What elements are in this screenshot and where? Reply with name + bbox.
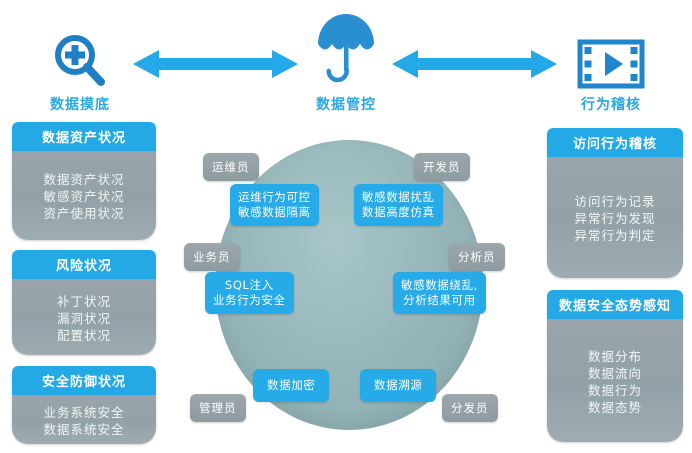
capability-line: 业务行为安全 (213, 293, 286, 307)
card-data-asset-status[interactable]: 数据资产状况 数据资产状况 敏感资产状况 资产使用状况 (12, 122, 156, 240)
card-line: 异常行为发现 (574, 211, 656, 226)
capability-line: 分析结果可用 (403, 293, 476, 307)
card-title: 风险状况 (12, 250, 156, 279)
pillar-data-governance[interactable]: 数据管控 (286, 2, 406, 114)
card-title: 访问行为稽核 (547, 128, 683, 157)
magnifier-plus-icon (20, 30, 140, 92)
card-line: 数据资产状况 (43, 172, 125, 187)
card-line: 配置状况 (56, 327, 111, 343)
card-title: 数据资产状况 (12, 122, 156, 151)
capability-line: 敏感数据绕乱, (401, 278, 478, 292)
card-risk-status[interactable]: 风险状况 补丁状况 漏洞状况 配置状况 (12, 250, 156, 355)
card-line: 补丁状况 (56, 293, 111, 309)
card-security-defense-status[interactable]: 安全防御状况 业务系统安全 数据系统安全 (12, 366, 156, 444)
capability-data-traceability[interactable]: 数据溯源 (360, 369, 437, 402)
card-line: 异常行为判定 (574, 228, 656, 243)
card-line: 数据行为 (587, 382, 642, 398)
double-arrow-right (392, 48, 557, 78)
capability-sql-injection[interactable]: SQL注入 业务行为安全 (205, 272, 294, 314)
role-badge-developer[interactable]: 开发员 (414, 153, 470, 181)
card-title: 安全防御状况 (12, 366, 156, 395)
role-badge-admin[interactable]: 管理员 (190, 394, 246, 422)
card-line: 数据分布 (587, 348, 642, 364)
capability-data-encryption[interactable]: 数据加密 (253, 369, 330, 402)
card-data-security-situation[interactable]: 数据安全态势感知 数据分布 数据流向 数据行为 数据态势 (547, 290, 683, 442)
capability-line: 敏感数据扰乱 (362, 190, 435, 204)
card-title: 数据安全态势感知 (547, 290, 683, 319)
card-line: 敏感资产状况 (43, 189, 125, 204)
card-line: 资产使用状况 (43, 206, 125, 221)
card-body: 数据分布 数据流向 数据行为 数据态势 (547, 319, 683, 442)
capability-line: 数据加密 (267, 378, 316, 392)
capability-line: 数据溯源 (374, 378, 423, 392)
capability-data-masking[interactable]: 敏感数据扰乱 数据高度仿真 (354, 184, 443, 226)
capability-line: 数据高度仿真 (362, 205, 435, 219)
film-play-icon (551, 30, 671, 92)
capability-line: 运维行为可控 (238, 190, 311, 204)
card-access-behavior-audit[interactable]: 访问行为稽核 访问行为记录 异常行为发现 异常行为判定 (547, 128, 683, 278)
role-badge-ops[interactable]: 运维员 (203, 153, 259, 181)
role-badge-business[interactable]: 业务员 (184, 243, 240, 271)
umbrella-icon (286, 2, 406, 92)
pillar-behavior-audit[interactable]: 行为稽核 (551, 30, 671, 114)
pillar-data-discovery[interactable]: 数据摸底 (20, 30, 140, 114)
card-line: 数据系统安全 (43, 421, 125, 437)
card-body: 业务系统安全 数据系统安全 (12, 395, 156, 444)
card-line: 数据流向 (587, 365, 642, 381)
card-body: 访问行为记录 异常行为发现 异常行为判定 (547, 157, 683, 278)
pillar-caption: 数据摸底 (50, 97, 110, 113)
pillar-caption: 行为稽核 (581, 97, 641, 113)
role-badge-distributor[interactable]: 分发员 (442, 394, 498, 422)
role-badge-analyst[interactable]: 分析员 (449, 243, 505, 271)
double-arrow-left (133, 48, 298, 78)
capability-line: 敏感数据隔离 (238, 205, 311, 219)
card-body: 数据资产状况 敏感资产状况 资产使用状况 (12, 151, 156, 240)
capability-ops-control[interactable]: 运维行为可控 敏感数据隔离 (230, 184, 319, 226)
card-line: 漏洞状况 (56, 310, 111, 326)
card-line: 访问行为记录 (574, 194, 656, 209)
card-line: 数据态势 (587, 399, 642, 415)
card-line: 业务系统安全 (43, 404, 125, 420)
capability-line: SQL注入 (224, 278, 274, 292)
capability-analysis-usable[interactable]: 敏感数据绕乱, 分析结果可用 (393, 272, 486, 314)
card-body: 补丁状况 漏洞状况 配置状况 (12, 279, 156, 355)
pillar-caption: 数据管控 (316, 97, 376, 113)
